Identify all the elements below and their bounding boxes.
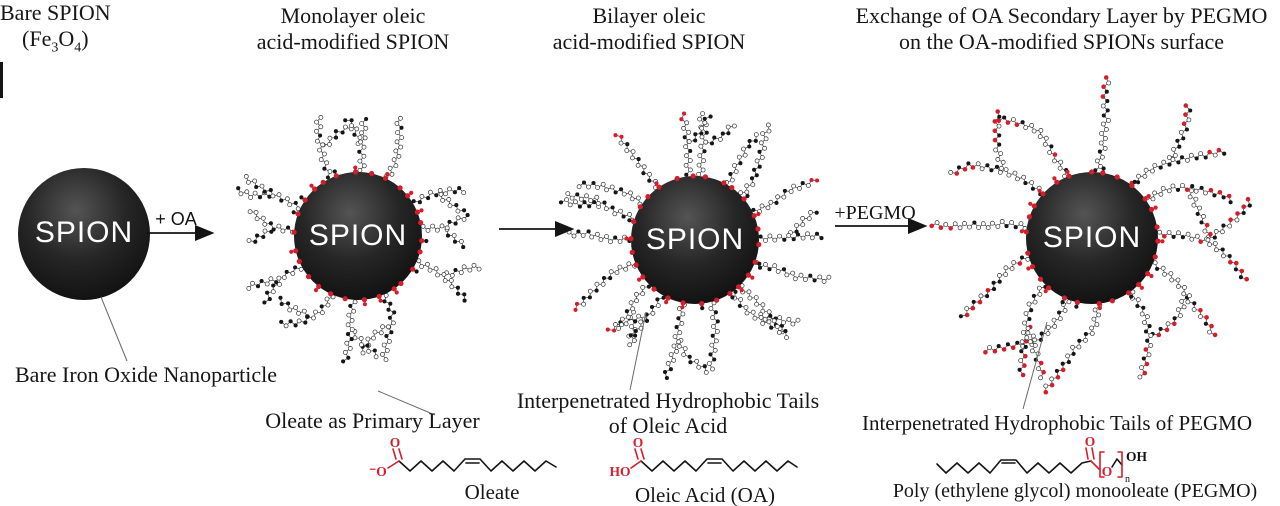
pegmo-spion-sphere (1026, 172, 1158, 304)
formula-o: O (58, 26, 75, 51)
sphere-label-2: SPION (308, 219, 408, 252)
sphere-label-1: SPION (34, 216, 134, 249)
callout-bare-nanoparticle: Bare Iron Oxide Nanoparticle (14, 362, 278, 387)
header-monolayer-line1: Monolayer oleic (280, 3, 426, 28)
arrow-label-oa: + OA (155, 209, 197, 229)
bare-spion (18, 168, 150, 300)
molecule-name-oleic-acid: Oleic Acid (OA) (635, 483, 775, 506)
pegmo-subscript-n: n (1125, 474, 1130, 485)
callout-pegmo-tails: Interpenetrated Hydrophobic Tails of PEG… (861, 411, 1253, 435)
pegmo-spion-chains (929, 75, 1252, 395)
formula-sub-3: 3 (51, 40, 59, 56)
header-bilayer-line2: acid-modified SPION (552, 29, 746, 54)
callout-oleic-tails-line2: of Oleic Acid (608, 413, 728, 438)
callout-pointers (100, 296, 1048, 416)
reaction-arrows (147, 217, 928, 242)
oleate-carbonyl-o: O (390, 435, 401, 450)
pegmo-structure: O O n OH (936, 434, 1148, 485)
figure-edge-mark (0, 62, 3, 98)
sphere-label-4: SPION (1042, 221, 1142, 254)
pegmo-carbonyl-o: O (1085, 434, 1096, 449)
oleic-carbonyl-o: O (633, 435, 644, 450)
pegmo-ether-o: O (1102, 464, 1113, 479)
header-exchange-line2: on the OA-modified SPIONs surface (898, 29, 1225, 54)
oleic-acid-structure: O HO (609, 435, 798, 479)
header-bare-title: Bare SPION (0, 0, 111, 25)
bilayer-spion-chains (558, 111, 832, 381)
pegmo-spion (929, 75, 1252, 395)
header-exchange: Exchange of OA Secondary Layer by PEGMO … (843, 3, 1280, 55)
callout-oleic-tails: Interpenetrated Hydrophobic Tails of Ole… (500, 388, 836, 438)
oleic-hydroxyl-ho: HO (609, 464, 630, 479)
monolayer-spion-chains (236, 114, 482, 364)
formula-close: ) (81, 26, 89, 51)
header-bare-formula: (Fe3O4) (0, 26, 111, 61)
molecule-name-pegmo: Poly (ethylene glycol) monooleate (PEGMO… (892, 480, 1258, 502)
callout-oleate-layer: Oleate as Primary Layer (265, 408, 480, 433)
sphere-label-3: SPION (645, 223, 745, 256)
bilayer-spion-sphere (631, 176, 759, 304)
molecule-name-oleate: Oleate (464, 480, 520, 504)
header-bilayer: Bilayer oleic acid-modified SPION (520, 3, 778, 55)
pointer-oleate-layer (377, 390, 436, 416)
monolayer-spion (236, 114, 482, 364)
pegmo-oh: OH (1126, 449, 1148, 464)
nanoparticles (18, 75, 1252, 395)
header-bilayer-line1: Bilayer oleic (592, 3, 706, 28)
header-monolayer-line2: acid-modified SPION (256, 29, 450, 54)
pointer-bare-nanoparticle (100, 296, 128, 362)
callout-oleic-tails-line1: Interpenetrated Hydrophobic Tails (516, 388, 820, 413)
pointer-pegmo-tails (1022, 321, 1048, 410)
monolayer-spion-sphere (294, 172, 422, 300)
bare-spion-sphere (18, 168, 150, 300)
oleate-structure: O ⁻O (369, 435, 557, 479)
header-bare-spion: Bare SPION (Fe3O4) (0, 0, 111, 61)
header-exchange-line1: Exchange of OA Secondary Layer by PEGMO (855, 3, 1268, 28)
oleate-carboxylate-o: ⁻O (369, 464, 387, 479)
formula-sub-4: 4 (74, 40, 82, 56)
pointer-oleic-tails (629, 311, 647, 391)
formula-open: (Fe (22, 26, 52, 51)
header-monolayer: Monolayer oleic acid-modified SPION (227, 3, 479, 55)
arrow-label-pegmo: +PEGMO (834, 202, 916, 224)
bilayer-spion (558, 111, 832, 381)
